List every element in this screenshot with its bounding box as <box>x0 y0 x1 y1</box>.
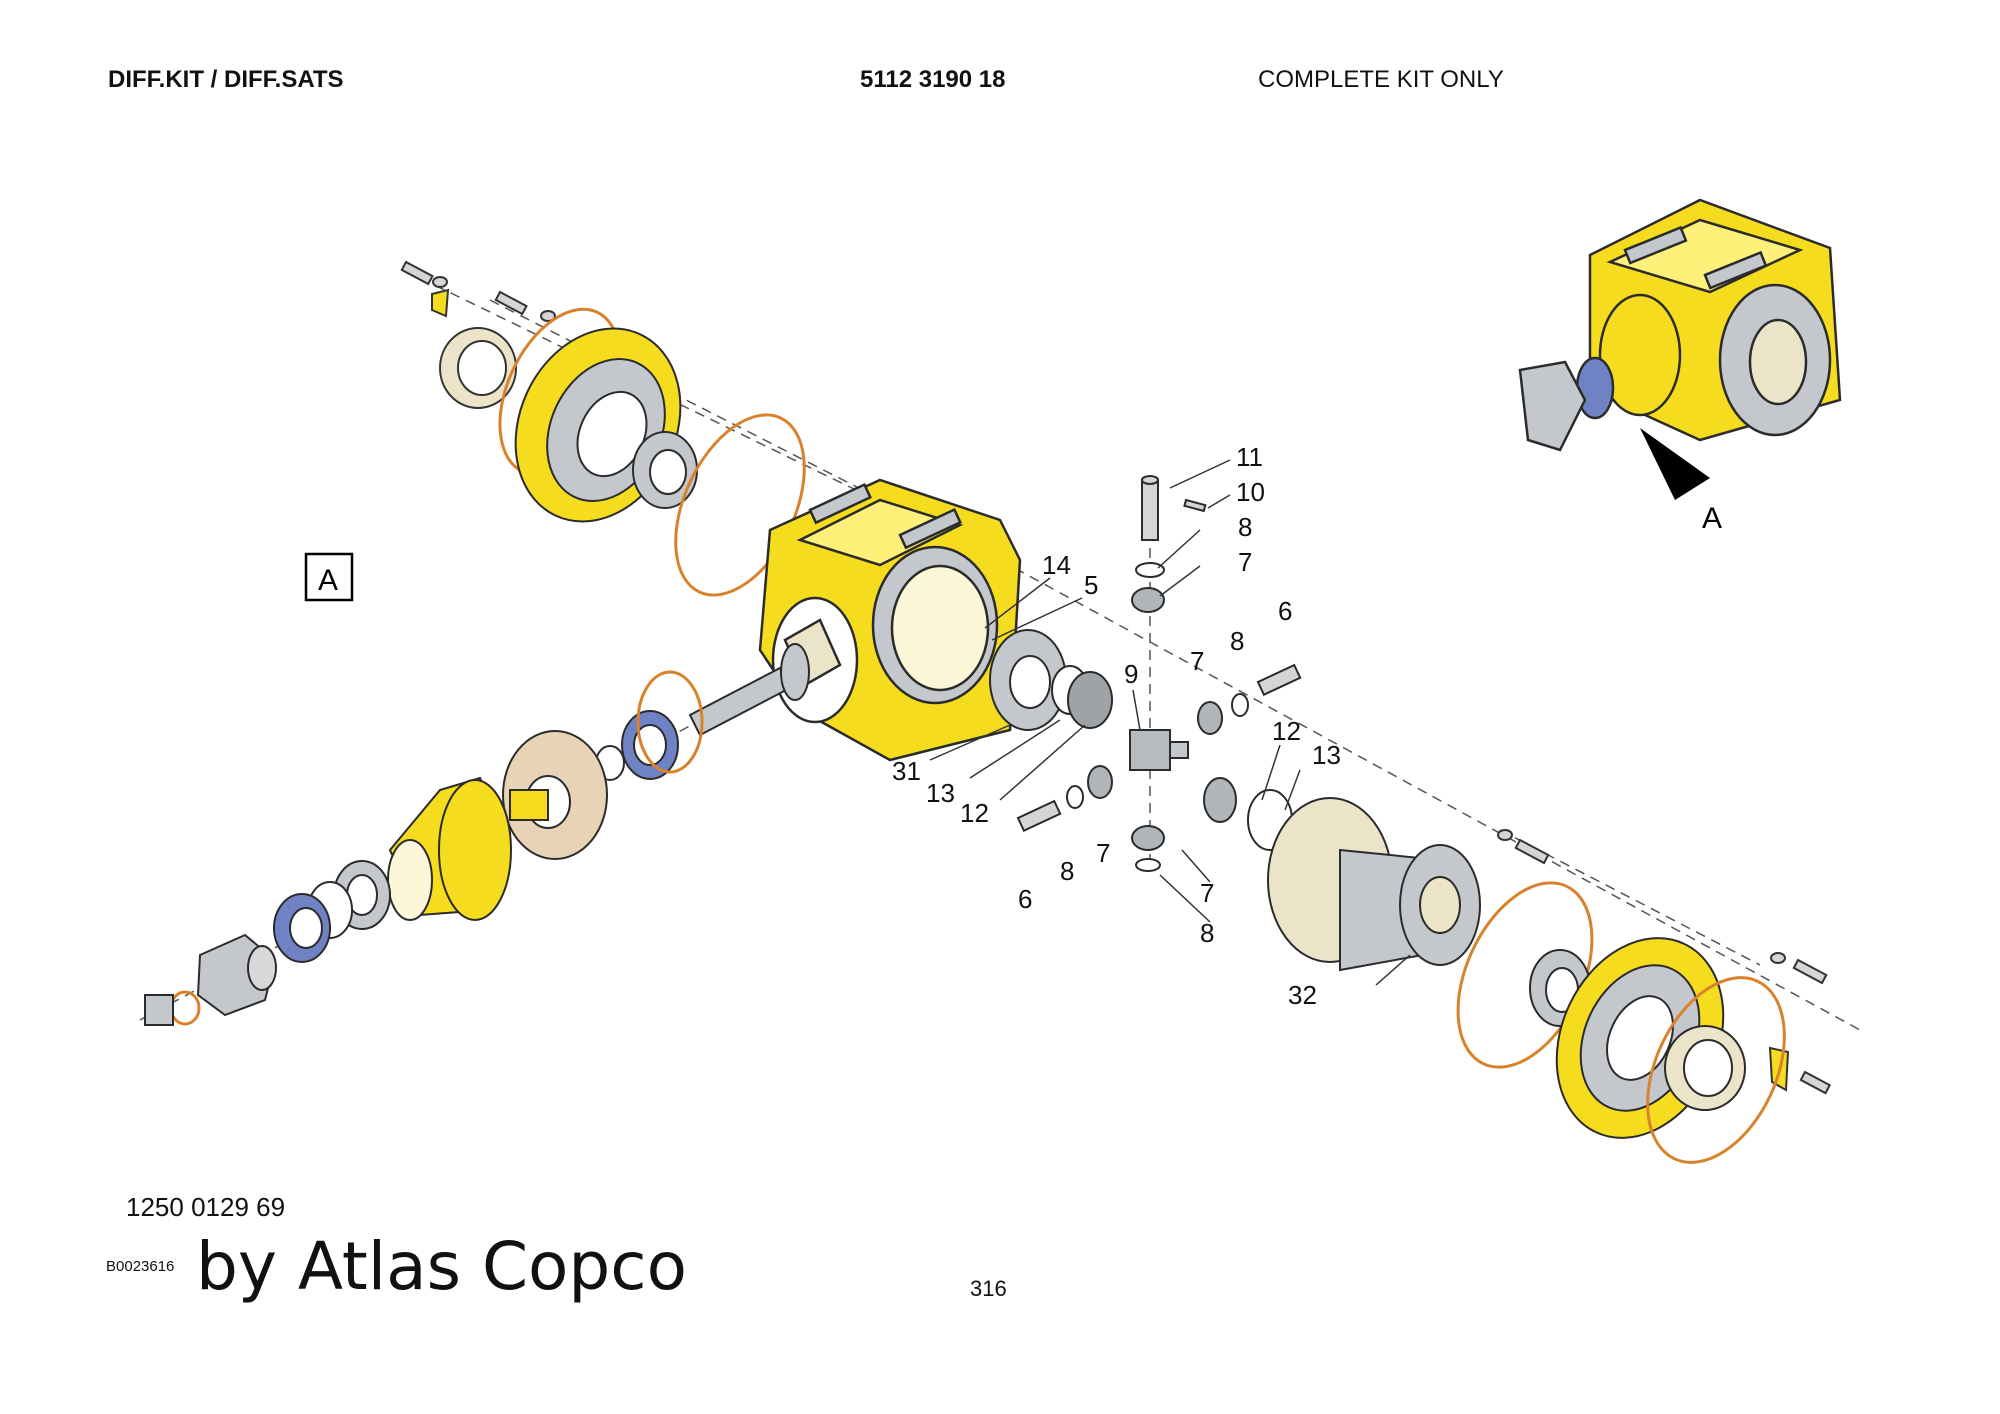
callout-7-top: 7 <box>1238 547 1252 577</box>
callout-8-left: 8 <box>1060 856 1074 886</box>
upper-left-bolts <box>400 260 556 322</box>
shim-plate <box>502 730 608 860</box>
input-nut <box>144 990 201 1026</box>
watermark: by Atlas Copco <box>196 1228 687 1305</box>
callout-12-right: 12 <box>1272 716 1301 746</box>
input-flange-housing <box>387 776 512 921</box>
pinion-bearing <box>595 710 679 781</box>
callout-13-right: 13 <box>1312 740 1341 770</box>
callout-5: 5 <box>1084 570 1098 600</box>
callout-11: 11 <box>1236 442 1263 472</box>
callout-6-right: 6 <box>1278 596 1292 626</box>
differential-cross <box>1129 729 1189 771</box>
inset-assembled-view <box>1518 198 1842 452</box>
callout-8-bottom: 8 <box>1200 918 1214 948</box>
upper-bearing <box>632 431 698 509</box>
upper-bearing-cap <box>514 327 682 523</box>
ring-gear <box>989 629 1113 731</box>
view-a-arrow-label: A <box>1702 502 1722 535</box>
upper-seal-ring <box>439 327 517 409</box>
header-note: COMPLETE KIT ONLY <box>1258 66 1504 93</box>
pinion-o-ring <box>636 670 704 774</box>
right-seal-ring <box>1664 1025 1746 1111</box>
cross-pin <box>1135 475 1207 578</box>
input-yoke <box>196 933 277 1017</box>
input-seal <box>273 893 331 963</box>
callout-7-left: 7 <box>1096 838 1110 868</box>
callout-leaders <box>929 459 1411 986</box>
reference-number: 1250 0129 69 <box>126 1192 286 1222</box>
page-number: 316 <box>970 1276 1007 1301</box>
callout-7-right: 7 <box>1190 646 1204 676</box>
callout-8-right: 8 <box>1230 626 1244 656</box>
callout-6-left: 6 <box>1018 884 1032 914</box>
pinion-shaft <box>688 643 810 737</box>
pins <box>1016 663 1302 833</box>
view-a-arrow <box>1640 428 1710 500</box>
header-part-number: 5112 3190 18 <box>860 66 1006 93</box>
right-bolts <box>1497 829 1832 1095</box>
callout-13-left: 13 <box>926 778 955 808</box>
callout-14: 14 <box>1042 550 1071 580</box>
view-a-box-label: A <box>318 564 338 597</box>
callout-31: 31 <box>892 756 921 786</box>
differential-housing <box>758 478 1022 762</box>
differential-case <box>1267 797 1481 972</box>
right-large-o-ring <box>1646 976 1786 1164</box>
callout-32: 32 <box>1288 980 1317 1010</box>
callout-10: 10 <box>1236 477 1265 507</box>
callout-8-top: 8 <box>1238 512 1252 542</box>
drawing-id: B0023616 <box>106 1258 175 1275</box>
callout-9: 9 <box>1124 659 1138 689</box>
view-a-box <box>304 552 354 602</box>
spider-gears <box>1087 587 1237 851</box>
header-title: DIFF.KIT / DIFF.SATS <box>108 66 344 93</box>
callout-7-bottom: 7 <box>1200 878 1214 908</box>
callout-12-left: 12 <box>960 798 989 828</box>
